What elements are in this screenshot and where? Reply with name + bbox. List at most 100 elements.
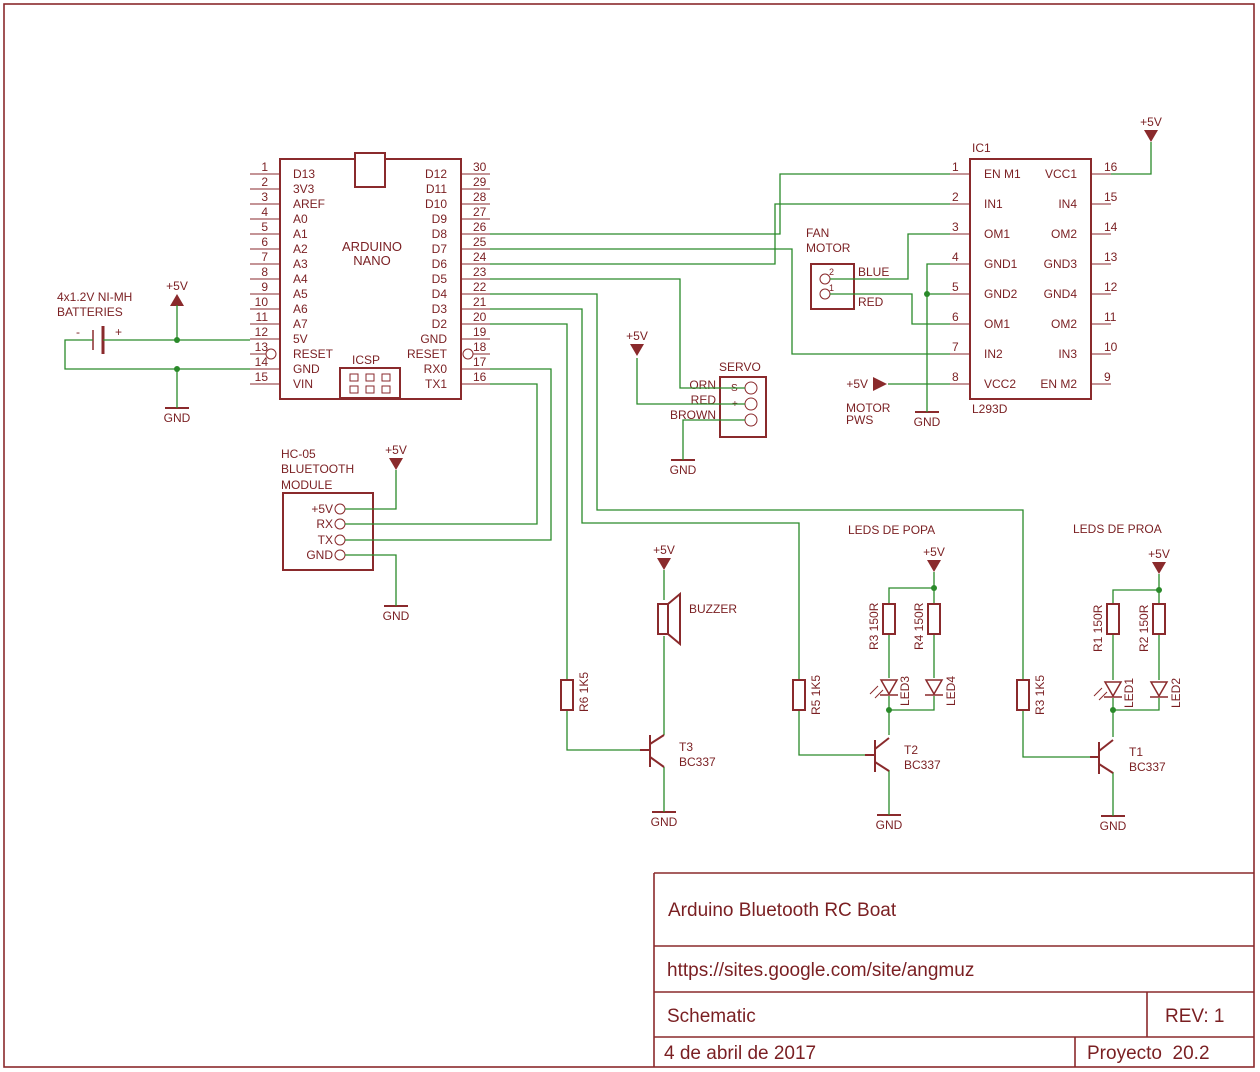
project-url: https://sites.google.com/site/angmuz: [667, 960, 974, 981]
gnd-label: GND: [670, 463, 697, 477]
ic1-pin-label: VCC2: [984, 377, 1016, 391]
servo-wire-brown: BROWN: [670, 408, 716, 422]
ic1-pin-label: EN M1: [984, 167, 1021, 181]
sheet-type: Schematic: [667, 1006, 756, 1027]
arduino-pin-num: 30: [473, 160, 487, 174]
arduino-pin-num: 3: [261, 190, 268, 204]
arduino-pin-num: 12: [255, 325, 269, 339]
arduino-pin-label: D4: [432, 287, 448, 301]
arduino-pin-num: 5: [261, 220, 268, 234]
arduino-pin-num: 16: [473, 370, 487, 384]
servo-connector: SERVO S + - ORN RED BROWN: [670, 360, 767, 438]
fan-label-1: FAN: [806, 226, 829, 240]
r2-label: R2 150R: [1137, 604, 1151, 652]
ic1-pin-label: GND2: [984, 287, 1018, 301]
ic1-pin-num: 1: [952, 160, 959, 174]
arduino-pin-num: 1: [261, 160, 268, 174]
arduino-name-2: NANO: [353, 253, 391, 268]
bluetooth-module: HC-05 BLUETOOTH MODULE +5V RX TX GND: [281, 447, 374, 571]
ic1-pin-label: IN1: [984, 197, 1003, 211]
arduino-pin-label: A0: [293, 212, 308, 226]
ic1-pin-num: 7: [952, 340, 959, 354]
vcc-label: +5V: [1140, 115, 1162, 129]
ic1-pin-label: OM1: [984, 227, 1010, 241]
t2-label: T2: [904, 743, 918, 757]
ic1-part: L293D: [972, 402, 1008, 416]
fan-label-2: MOTOR: [806, 241, 851, 255]
arduino-pin-num: 9: [261, 280, 268, 294]
arduino-pin-num: 10: [255, 295, 269, 309]
arduino-pin-label: A1: [293, 227, 308, 241]
ic1-pin-num: 9: [1104, 370, 1111, 384]
arduino-pin-label: A5: [293, 287, 308, 301]
arduino-pin-num: 23: [473, 265, 487, 279]
arduino-pin-label: A6: [293, 302, 308, 316]
project-title: Arduino Bluetooth RC Boat: [668, 900, 897, 921]
led4-label: LED4: [944, 676, 958, 706]
led1-label: LED1: [1122, 678, 1136, 708]
title-block: Arduino Bluetooth RC Boat https://sites.…: [653, 872, 1254, 1067]
arduino-pin-num: 25: [473, 235, 487, 249]
arduino-pin-label: A7: [293, 317, 308, 331]
arduino-pin-num: 7: [261, 250, 268, 264]
project-number: Proyecto 20.2: [1087, 1043, 1210, 1064]
fan-wire-blue: BLUE: [858, 265, 889, 279]
arduino-pin-num: 15: [255, 370, 269, 384]
ic1-pin-num: 5: [952, 280, 959, 294]
arduino-pin-label: 3V3: [293, 182, 315, 196]
bt-pin-tx: TX: [318, 533, 333, 547]
t3-label: T3: [679, 740, 693, 754]
arduino-pin-num: 2: [261, 175, 268, 189]
ic1-pin-num: 16: [1104, 160, 1118, 174]
arduino-pin-num: 6: [261, 235, 268, 249]
r4-label: R4 150R: [912, 602, 926, 650]
r3-1k5-label: R3 1K5: [1033, 675, 1047, 715]
proa-title: LEDS DE PROA: [1073, 522, 1162, 536]
arduino-pin-label: AREF: [293, 197, 325, 211]
sheet-frame: [3, 3, 1255, 1068]
arduino-pin-num: 21: [473, 295, 487, 309]
icsp-label: ICSP: [352, 353, 380, 367]
bt-label-3: MODULE: [281, 478, 332, 492]
vcc-label: +5V: [923, 545, 945, 559]
ic1-pin-label: VCC1: [1045, 167, 1077, 181]
arduino-pin-label: RX0: [424, 362, 448, 376]
arduino-pin-label: D2: [432, 317, 448, 331]
t2-part: BC337: [904, 758, 941, 772]
popa-title: LEDS DE POPA: [848, 523, 935, 537]
wires: [64, 142, 1162, 816]
motor-pws-2: PWS: [846, 413, 873, 427]
arduino-pin-label: D11: [426, 182, 447, 196]
date: 4 de abril de 2017: [664, 1043, 816, 1064]
t3-part: BC337: [679, 755, 716, 769]
r6-label: R6 1K5: [577, 672, 591, 712]
ic1-pin-label: OM1: [984, 317, 1010, 331]
bt-label-2: BLUETOOTH: [281, 462, 354, 476]
bt-pin-vcc: +5V: [311, 502, 333, 516]
ic1-pin-num: 11: [1104, 310, 1117, 324]
servo-title: SERVO: [719, 360, 761, 374]
arduino-pin-num: 14: [255, 355, 269, 369]
buzzer-label: BUZZER: [689, 602, 737, 616]
ic1-pin-num: 14: [1104, 220, 1118, 234]
arduino-pin-num: 4: [261, 205, 268, 219]
arduino-pin-num: 19: [473, 325, 487, 339]
bt-label-1: HC-05: [281, 447, 316, 461]
arduino-pin-num: 22: [473, 280, 487, 294]
gnd-label: GND: [914, 415, 941, 429]
ic1-pin-label: GND4: [1044, 287, 1078, 301]
bt-pin-gnd: GND: [306, 548, 333, 562]
battery-plus: +: [115, 325, 122, 339]
ic1-pin-label: GND3: [1044, 257, 1078, 271]
arduino-pin-label: A4: [293, 272, 308, 286]
ic1-pin-num: 10: [1104, 340, 1118, 354]
arduino-pin-label: D10: [425, 197, 447, 211]
r1-label: R1 150R: [1091, 604, 1105, 652]
ic1-pin-label: EN M2: [1040, 377, 1077, 391]
arduino-pin-label: D8: [432, 227, 448, 241]
arduino-pin-label: D9: [432, 212, 448, 226]
fan-pin-2: 2: [829, 267, 834, 277]
t1-part: BC337: [1129, 760, 1166, 774]
vcc-label: +5V: [846, 377, 868, 391]
